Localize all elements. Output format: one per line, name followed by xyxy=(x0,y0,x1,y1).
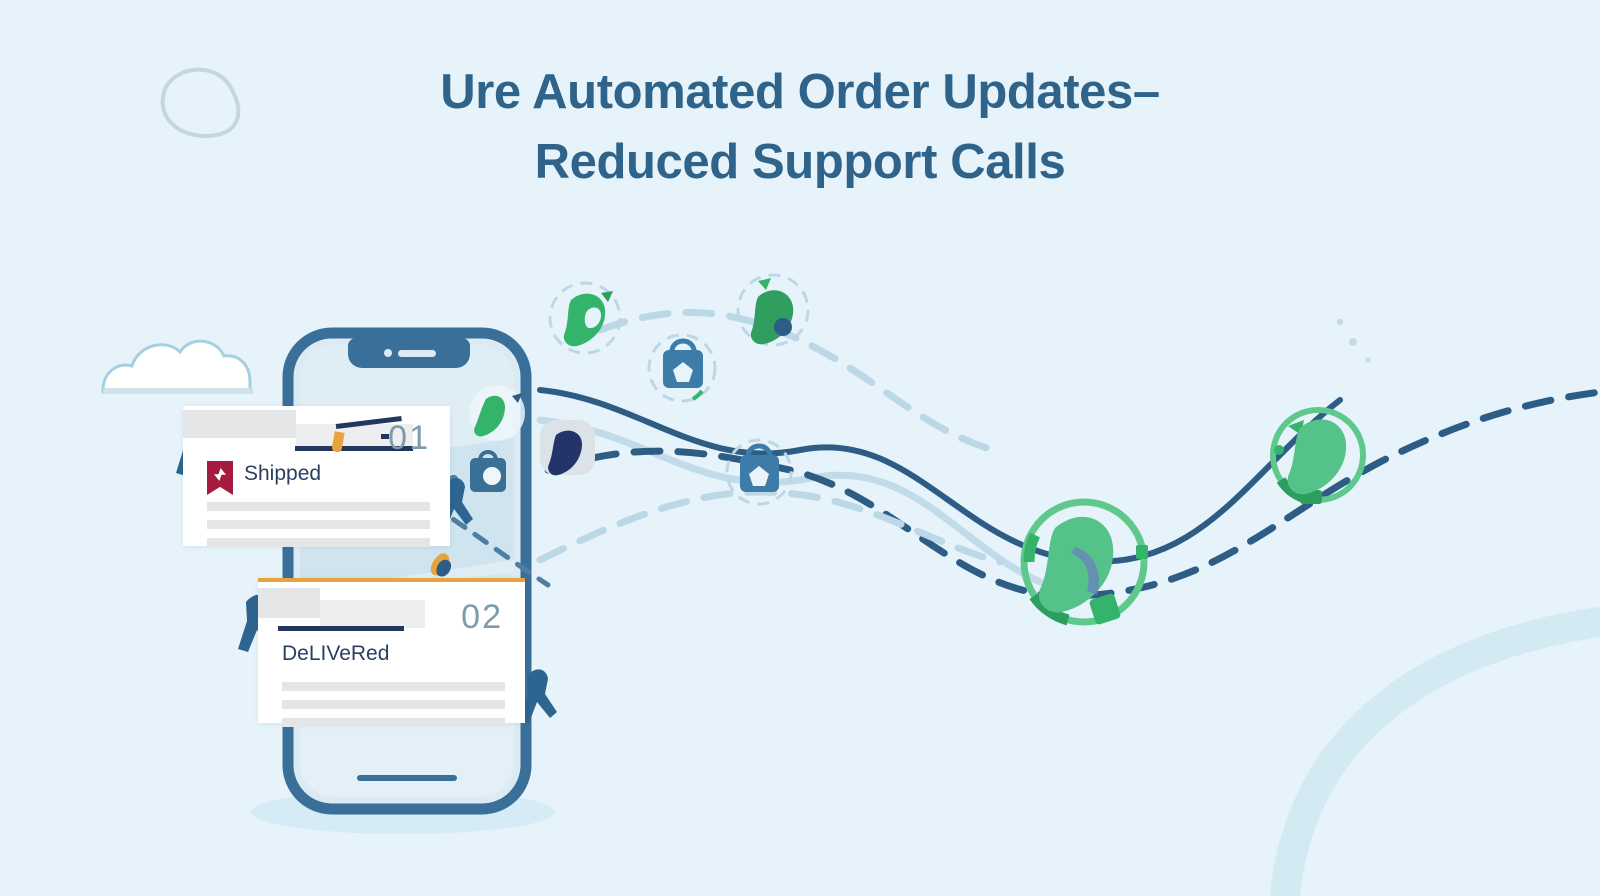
cloud-shape xyxy=(101,339,253,394)
shopping-bag-icon-node xyxy=(647,333,717,403)
card-underline-rule xyxy=(278,626,404,631)
placeholder-line xyxy=(207,538,430,547)
placeholder-line xyxy=(207,520,430,529)
ribbon-bookmark-icon xyxy=(207,461,233,495)
phone-call-icon-node xyxy=(548,281,622,355)
order-status-card-shipped[interactable]: 01 Shipped xyxy=(183,406,450,547)
card-text-placeholder-lines xyxy=(282,682,505,736)
card-placeholder-block xyxy=(258,588,320,618)
phone-call-icon-node-large xyxy=(1020,498,1148,626)
placeholder-line xyxy=(282,682,505,691)
sparkle-trail xyxy=(1336,318,1371,363)
phone-handset-chip xyxy=(540,420,595,476)
order-status-card-delivered[interactable]: 02 DeLIVeRed xyxy=(258,578,525,727)
connector-dashed-primary xyxy=(544,388,1600,600)
phone-home-indicator xyxy=(357,775,457,781)
placeholder-line xyxy=(282,700,505,709)
connector-dashed-light-upper xyxy=(596,308,1004,456)
placeholder-line xyxy=(282,718,505,727)
card-number: 02 xyxy=(461,598,503,636)
connector-solid-primary xyxy=(537,387,1343,565)
phone-call-icon-node-medium xyxy=(1270,407,1366,504)
card-placeholder-block xyxy=(183,410,296,438)
hand-drawn-circle xyxy=(160,67,241,139)
walking-person-silhouette xyxy=(519,669,557,723)
card-text-placeholder-lines xyxy=(207,502,430,556)
shopping-bag-icon-node xyxy=(725,438,793,506)
connector-dashed-light-lower xyxy=(536,488,1004,566)
card-underline-rule xyxy=(295,446,413,451)
card-status-label: Shipped xyxy=(244,462,322,485)
card-placeholder-block xyxy=(320,600,425,628)
decorative-arc xyxy=(1270,607,1600,896)
phone-call-icon-node-small xyxy=(469,385,525,441)
card-status-label: DeLIVeRed xyxy=(282,642,390,665)
card-placeholder-block xyxy=(296,424,413,446)
placeholder-line xyxy=(207,502,430,511)
phone-call-icon-node xyxy=(736,273,810,347)
pen-dot-icon xyxy=(381,434,389,439)
card-number: 01 xyxy=(388,419,430,457)
